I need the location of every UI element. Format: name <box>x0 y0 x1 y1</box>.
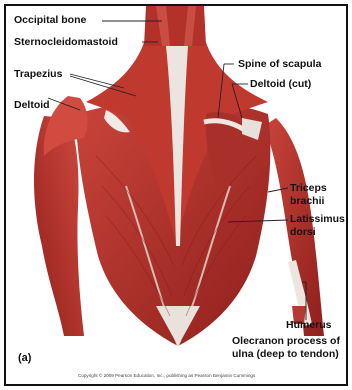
label-deltoid: Deltoid <box>14 99 50 111</box>
panel-label: (a) <box>18 352 31 364</box>
label-latissimus-dorsi-2: dorsi <box>290 226 316 238</box>
neck-muscles <box>144 6 206 46</box>
label-olecranon-1: Olecranon process of <box>232 335 340 347</box>
label-spine-of-scapula: Spine of scapula <box>238 58 321 70</box>
label-occipital-bone: Occipital bone <box>14 14 86 26</box>
label-olecranon-2: ulna (deep to tendon) <box>232 348 339 360</box>
copyright-notice: Copyright © 2009 Pearson Education, Inc.… <box>78 373 255 378</box>
label-latissimus-dorsi-1: Latissimus <box>290 213 345 225</box>
label-triceps-brachii-1: Triceps <box>290 182 327 194</box>
label-sternocleidomastoid: Sternocleidomastoid <box>14 36 118 48</box>
label-humerus: Humerus <box>286 319 332 331</box>
left-arm <box>34 116 84 336</box>
label-deltoid-cut: Deltoid (cut) <box>250 78 311 90</box>
anatomy-figure: Occipital bone Sternocleidomastoid Trape… <box>4 4 348 386</box>
label-trapezius: Trapezius <box>14 68 62 80</box>
label-triceps-brachii-2: brachii <box>290 195 324 207</box>
